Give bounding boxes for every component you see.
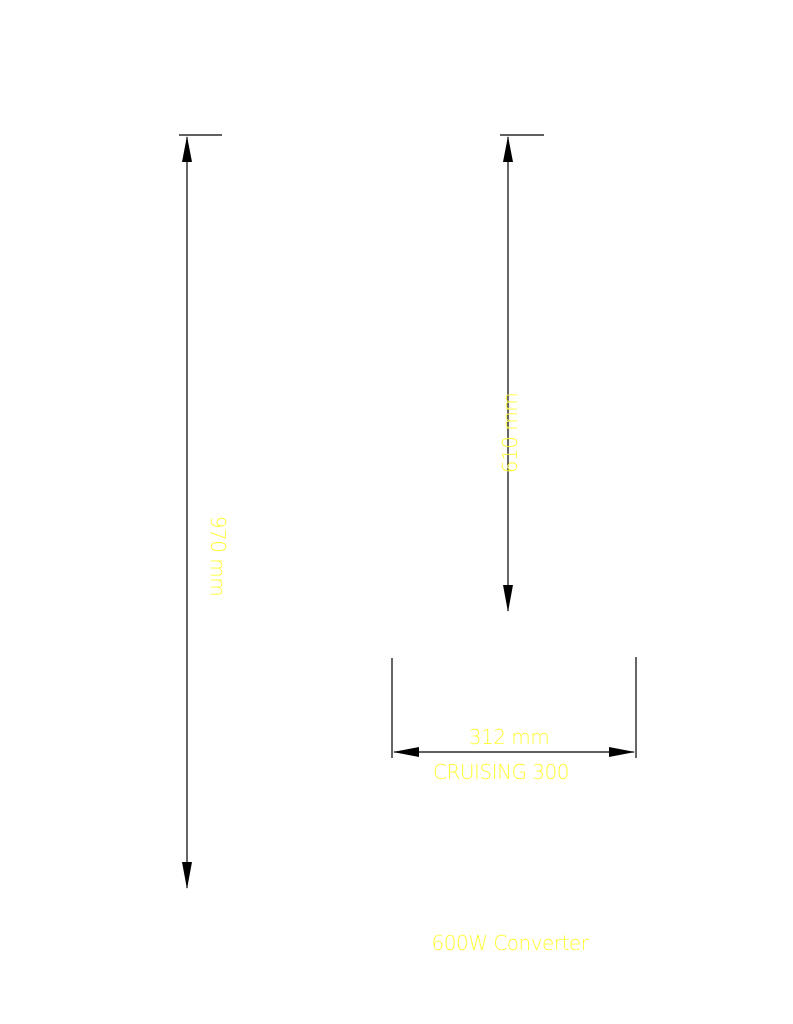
width-label: 312 mm [469,725,550,749]
total-height-top-arrow [182,136,192,162]
total-height-bottom-arrow [182,862,192,889]
model-label: CRUISING 300 [433,760,569,784]
width-right-arrow [609,747,635,757]
component-label: 600W Converter [432,931,590,955]
width-dimension: 312 mm [391,657,637,758]
total-height-label: 970 mm [206,516,230,597]
upper-height-dimension: 610 mm [498,134,544,612]
width-left-arrow [393,747,419,757]
upper-height-top-arrow [503,136,513,162]
upper-height-label: 610 mm [498,393,522,474]
upper-height-bottom-arrow [503,585,513,612]
total-height-dimension: 970 mm [179,134,230,889]
